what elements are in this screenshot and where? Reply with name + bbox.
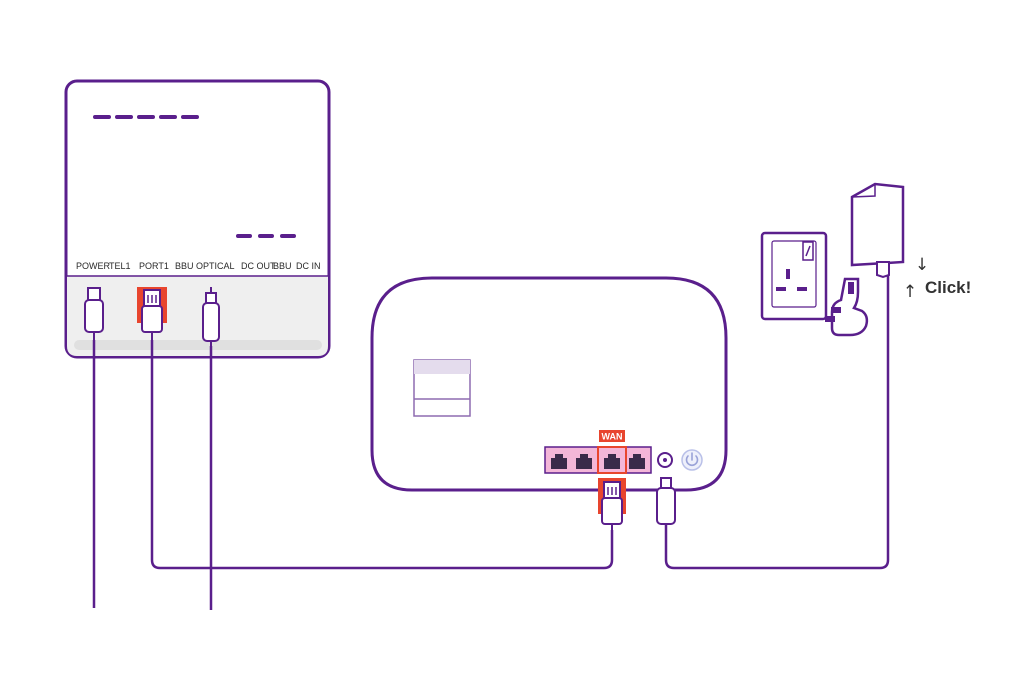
router-display <box>413 359 471 417</box>
ont-optical-connector <box>202 287 220 346</box>
uk-plug-head <box>825 277 869 337</box>
port-label-bbu-2: BBU <box>273 261 292 271</box>
socket-earth-hole <box>786 269 790 279</box>
dc-power-socket-icon <box>657 452 673 468</box>
socket-neutral-hole <box>797 287 807 291</box>
router-device: WAN <box>370 276 728 492</box>
wall-socket <box>760 231 828 321</box>
ethernet-port-1 <box>551 454 567 469</box>
port-label-port1: PORT1 <box>139 261 169 271</box>
power-adapter <box>850 182 905 279</box>
ont-port1-connector <box>137 287 167 340</box>
adapter-cable-boot <box>876 261 890 279</box>
wan-label: WAN <box>602 432 623 442</box>
router-power-cable <box>664 275 890 570</box>
port-label-optical: OPTICAL <box>196 261 235 271</box>
port-label-bbu: BBU <box>175 261 194 271</box>
socket-switch-icon <box>802 241 814 261</box>
router-body <box>370 276 728 492</box>
port-label-power: POWER <box>76 261 111 271</box>
click-label: Click! <box>925 278 971 297</box>
power-icon <box>681 449 703 471</box>
ethernet-cable <box>150 340 614 570</box>
plug-pin-bottom <box>825 316 835 322</box>
plug-earth-pin <box>848 282 854 294</box>
wan-badge: WAN <box>599 430 625 442</box>
ont-base-strip <box>74 340 322 350</box>
arrow-down-icon: ↓ <box>915 255 929 275</box>
port-label-tel1: TEL1 <box>109 261 131 271</box>
ethernet-port-3-wan <box>604 454 620 469</box>
arrow-up-icon: ↑ <box>903 282 917 302</box>
port-label-dc-out: DC OUT <box>241 261 276 271</box>
ont-device: POWER TEL1 PORT1 BBU OPTICAL DC OUT BBU … <box>64 79 331 359</box>
adapter-body <box>850 182 905 267</box>
port-label-dc-in: DC IN <box>296 261 321 271</box>
ethernet-port-strip <box>544 446 652 474</box>
ont-power-connector <box>84 287 104 340</box>
plug-pin-top <box>831 307 841 313</box>
ethernet-port-4 <box>629 454 645 469</box>
ont-port-panel <box>67 276 328 356</box>
click-instruction: ↓ ↑ Click! <box>903 255 971 302</box>
router-wan-plug <box>598 478 626 530</box>
ethernet-port-2 <box>576 454 592 469</box>
socket-live-hole <box>776 287 786 291</box>
